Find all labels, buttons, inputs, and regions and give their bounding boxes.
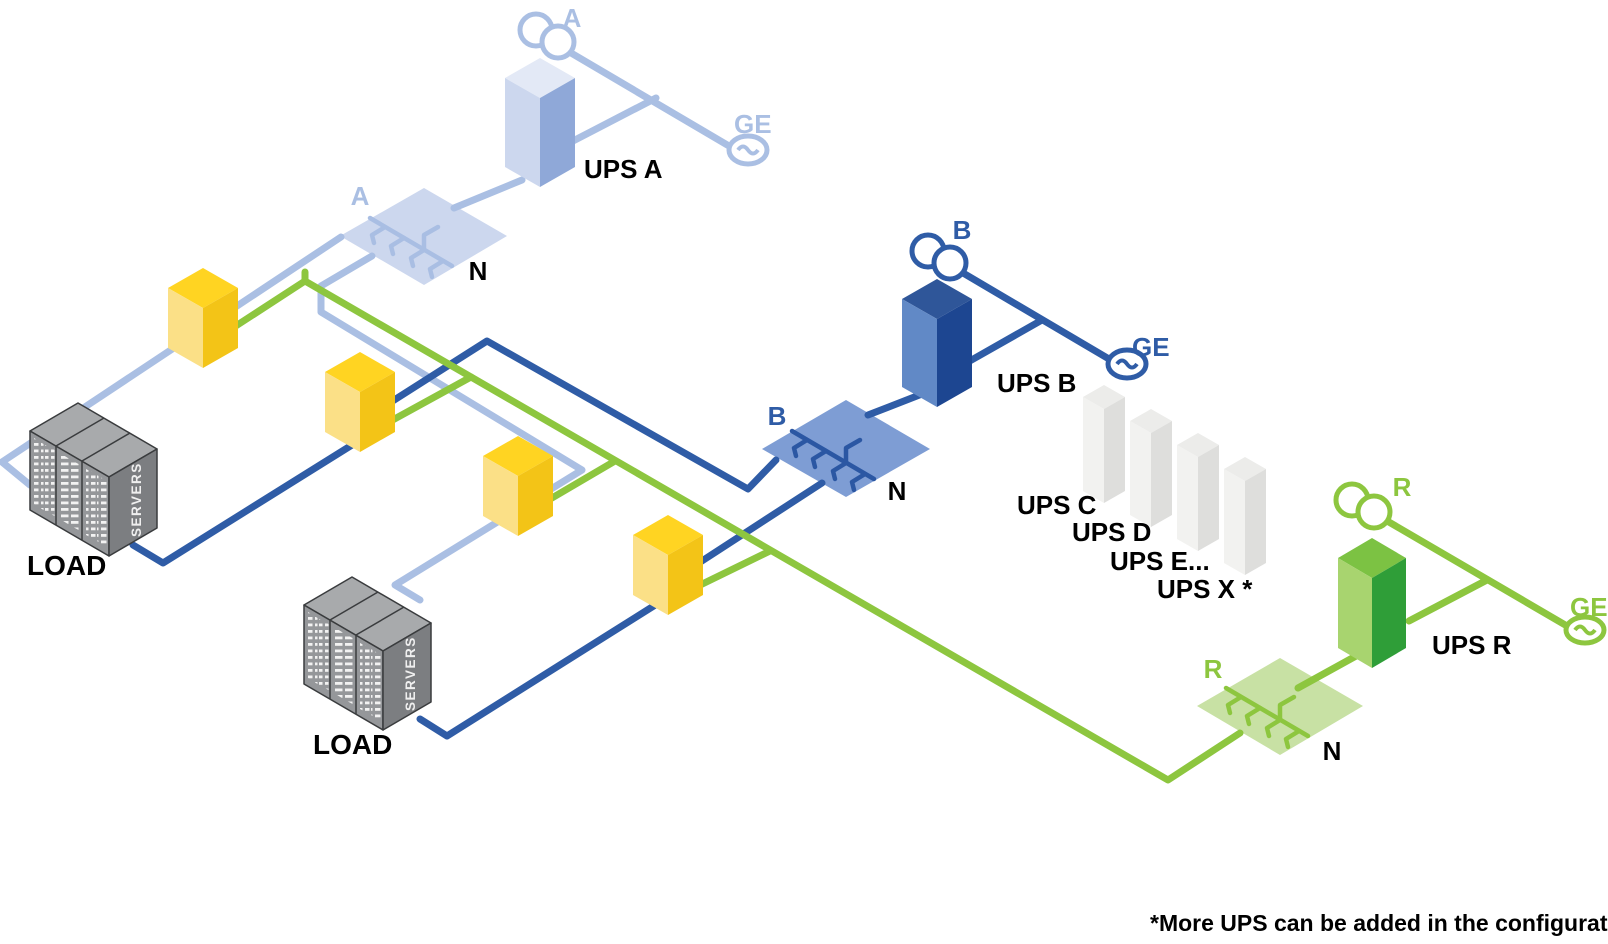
ups-c-label: UPS C <box>1017 490 1097 520</box>
ups-x-label: UPS X * <box>1157 574 1253 604</box>
generator-r-icon <box>1563 614 1607 646</box>
panel-r-label: R <box>1204 654 1223 684</box>
sts4-to-load2-line <box>416 598 664 740</box>
feeder-a-utility-line <box>562 46 733 150</box>
generator-b-label: GE <box>1132 332 1170 362</box>
feeder-r-utility-line <box>1378 514 1571 630</box>
panel-b-label: B <box>768 401 787 431</box>
transformer-a-label: A <box>563 3 582 33</box>
ups-x-box <box>1224 457 1266 575</box>
transformer-b-label: B <box>953 215 972 245</box>
ups-e-box <box>1177 433 1219 551</box>
ups-r-to-panel-line <box>1294 652 1360 692</box>
transformer-r-label: R <box>1393 472 1412 502</box>
generator-b-icon <box>1105 347 1149 381</box>
ups-b-to-panel-line <box>864 390 926 419</box>
reserve-main-line <box>301 268 1244 784</box>
panel-b-neutral-label: N <box>888 476 907 506</box>
server-rack-1 <box>29 402 158 557</box>
ups-r-label: UPS R <box>1432 630 1512 660</box>
feeder-b-to-ups-line <box>964 316 1046 366</box>
transformer-r-icon <box>1333 481 1393 531</box>
sts-box-4 <box>633 515 703 615</box>
ups-a-label: UPS A <box>584 154 663 184</box>
transformer-b-icon <box>909 232 969 282</box>
generator-a-icon <box>726 133 770 167</box>
ups-e-label: UPS E... <box>1110 546 1210 576</box>
sts2-to-load1-line <box>129 441 356 567</box>
ups-b-box <box>902 279 972 407</box>
transformer-a-icon <box>517 11 577 61</box>
switchboard-panel-b <box>762 400 930 497</box>
ups-b-label: UPS B <box>997 368 1076 398</box>
feeder-a-to-ups-line <box>569 94 660 145</box>
ups-d-label: UPS D <box>1072 517 1151 547</box>
feeder-r-to-ups-line <box>1405 576 1491 625</box>
load1-label: LOAD <box>27 550 106 581</box>
ups-a-to-panel-line <box>450 176 526 212</box>
sts-box-2 <box>325 352 395 452</box>
load2-label: LOAD <box>313 729 392 760</box>
panel-a-label: A <box>351 181 370 211</box>
ups-c-box <box>1083 385 1125 503</box>
reserve-branch-sts1-line <box>221 277 309 337</box>
ups-d-box <box>1130 409 1172 527</box>
switchboard-panel-r <box>1197 658 1363 755</box>
switchboard-panel-a <box>340 188 507 285</box>
ups-r-box <box>1338 538 1406 668</box>
ups-a-box <box>505 58 575 187</box>
feeder-b-utility-line <box>954 266 1113 363</box>
panel-b-to-sts2-line <box>376 337 780 493</box>
sts-box-1 <box>168 268 238 368</box>
panel-a-neutral-label: N <box>469 256 488 286</box>
generator-a-label: GE <box>734 109 772 139</box>
reserve-branch-sts4-line <box>686 547 774 594</box>
sts-box-3 <box>483 436 553 536</box>
server-rack-2 <box>303 576 432 731</box>
footnote: *More UPS can be added in the configurat… <box>1150 910 1608 936</box>
generator-r-label: GE <box>1570 592 1608 622</box>
panel-r-neutral-label: N <box>1323 736 1342 766</box>
